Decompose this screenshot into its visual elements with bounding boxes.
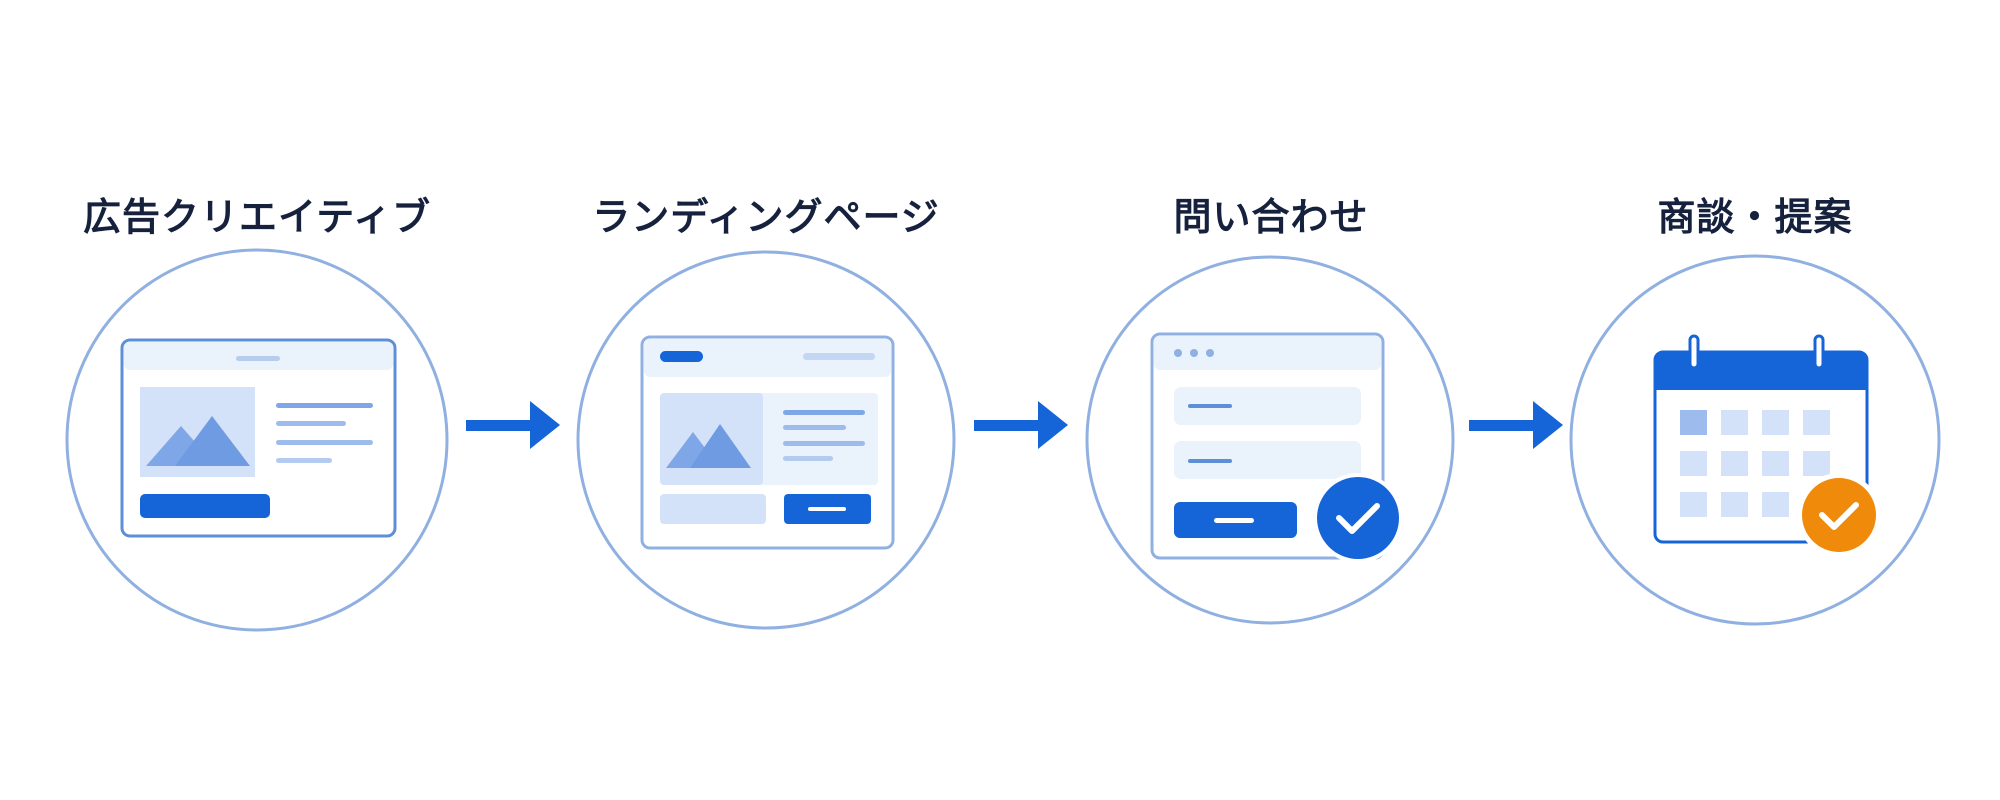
step-title-ad-creative: 広告クリエイティブ	[83, 195, 431, 239]
step-title-meeting: 商談・提案	[1657, 195, 1853, 239]
orange-check-badge-icon	[1797, 473, 1881, 557]
right-arrow-icon	[466, 401, 560, 449]
step-title-inquiry: 問い合わせ	[1173, 195, 1369, 239]
ad-creative-window-icon	[120, 338, 397, 538]
landing-page-window-icon	[640, 335, 895, 550]
right-arrow-icon	[974, 401, 1068, 449]
right-arrow-icon	[1469, 401, 1563, 449]
inquiry-form-icon	[1150, 332, 1385, 560]
step-title-landing-page: ランディングページ	[592, 195, 940, 239]
checkmark-badge-icon	[1313, 473, 1403, 563]
